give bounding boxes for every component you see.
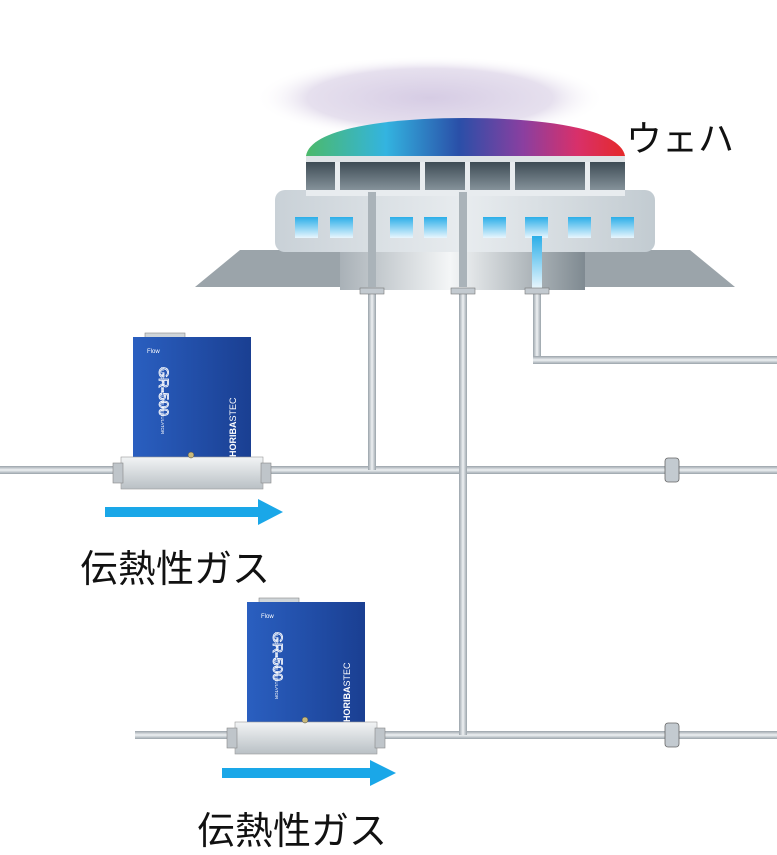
pipe-fitting [664,722,680,748]
heat-transfer-gas-label-2: 伝熱性ガス [197,809,388,853]
model-label: GR-500 [270,632,286,681]
subtitle-label: AUTO PRESSURE REGULATOR [160,367,165,435]
subtitle-label: AUTO PRESSURE REGULATOR [274,632,279,700]
heat-transfer-gas-label-1: 伝熱性ガス [80,547,271,591]
plasma-glow [255,56,605,140]
flow-arrow-1 [105,499,283,525]
model-label: GR-500 [156,367,172,416]
pressure-regulator-1: Flow GR-500 AUTO PRESSURE REGULATOR HORI… [112,332,272,490]
chamber-windows [295,217,634,238]
wafer [306,118,625,156]
gas-pipes [0,285,777,748]
brand-label: HORIBASTEC [342,662,352,722]
brand-label: HORIBASTEC [228,397,238,457]
flow-label: Flow [261,614,274,620]
flow-label: Flow [147,349,160,355]
pressure-regulator-2: Flow GR-500 AUTO PRESSURE REGULATOR HORI… [226,597,386,755]
process-chamber [195,155,735,295]
wafer-label: ウェハ [626,119,735,160]
flow-arrow-2 [222,760,396,786]
pipe-fitting [664,457,680,483]
